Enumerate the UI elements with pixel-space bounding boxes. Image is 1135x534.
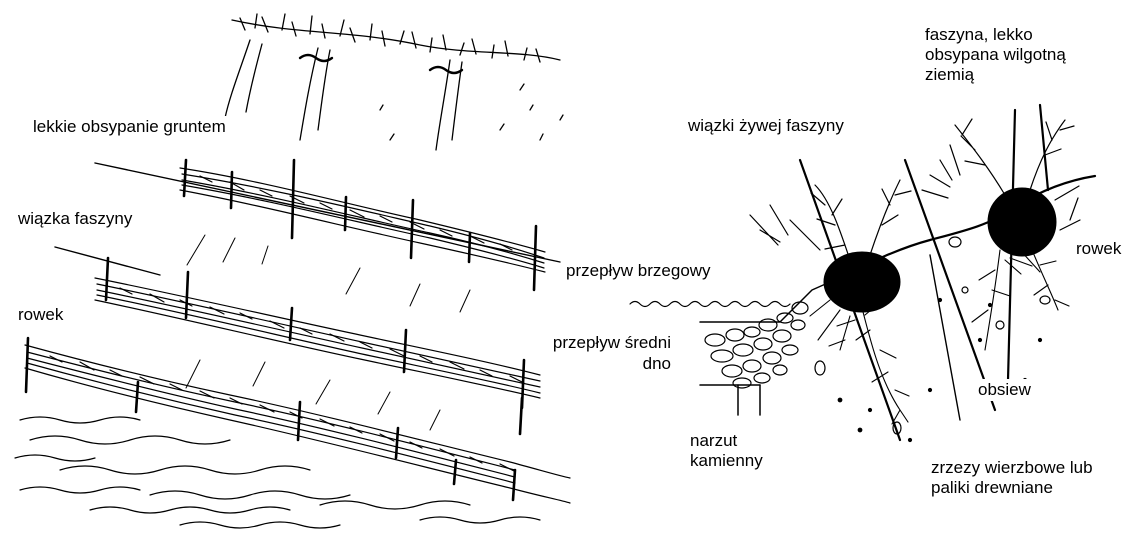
label-fascine-covered-line-2: obsypana wilgotną bbox=[925, 45, 1115, 65]
label-fascine-bundle: wiązka faszyny bbox=[15, 208, 135, 230]
label-bottom: dno bbox=[618, 353, 674, 375]
label-ditch-left: rowek bbox=[15, 304, 66, 326]
fascine-bundle-dark-1 bbox=[824, 252, 900, 312]
label-light-soil-cover: lekkie obsypanie gruntem bbox=[30, 116, 229, 138]
label-fascine-covered-line-1: faszyna, lekko bbox=[925, 25, 1115, 45]
leader-lines bbox=[930, 255, 960, 420]
label-riprap: narzut kamienny bbox=[687, 430, 793, 472]
label-live-fascine-bundles: wiązki żywej faszyny bbox=[685, 115, 847, 137]
label-riprap-line-2: kamienny bbox=[690, 451, 790, 471]
label-willow-cuttings-line-2: paliki drewniane bbox=[931, 478, 1135, 498]
stakes-row-2 bbox=[106, 258, 524, 408]
stakes-row-1 bbox=[184, 160, 536, 290]
label-fascine-covered-line-3: ziemią bbox=[925, 65, 1115, 85]
fascine-bundle-3 bbox=[25, 345, 570, 503]
stakes-row-3 bbox=[26, 338, 522, 500]
label-fascine-covered: faszyna, lekko obsypana wilgotną ziemią bbox=[922, 24, 1118, 86]
label-willow-cuttings: zrzezy wierzbowe lub paliki drewniane bbox=[928, 457, 1135, 499]
label-mean-flow: przepływ średni bbox=[518, 332, 674, 354]
fascine-bundle-dark-2 bbox=[988, 188, 1056, 256]
riprap-stones bbox=[705, 302, 808, 388]
water-surface bbox=[630, 302, 790, 307]
label-willow-cuttings-line-1: zrzezy wierzbowe lub bbox=[931, 458, 1135, 478]
label-riprap-line-1: narzut bbox=[690, 431, 790, 451]
label-seeding: obsiew bbox=[975, 379, 1034, 401]
water-waves bbox=[15, 417, 540, 528]
label-ditch-right: rowek bbox=[1073, 238, 1124, 260]
grass-slope-illustration bbox=[225, 14, 563, 150]
label-bank-flow: przepływ brzegowy bbox=[563, 260, 714, 282]
